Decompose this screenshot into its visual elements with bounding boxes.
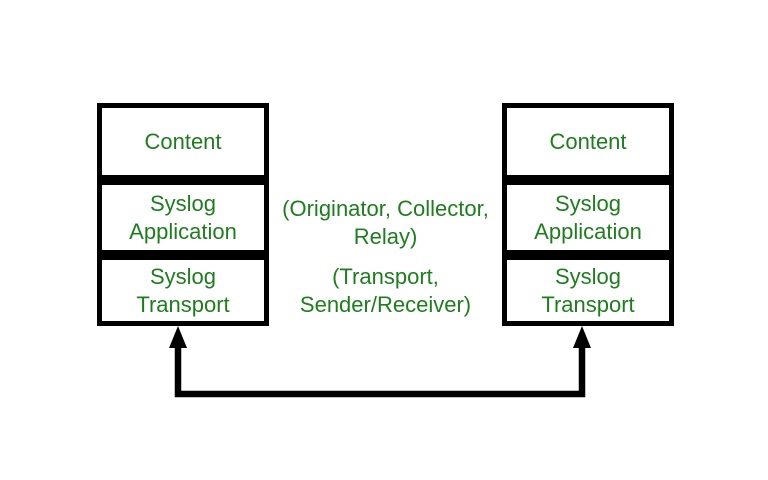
layer-label: Syslog Application [129,190,237,244]
layer-content-left: Content [97,103,269,180]
layer-label: Syslog Transport [136,263,230,317]
connector-line [174,344,586,398]
protocol-stack-left: Content Syslog Application Syslog Transp… [97,103,269,326]
layer-syslog-transport-left: Syslog Transport [97,255,269,326]
protocol-stack-right: Content Syslog Application Syslog Transp… [502,103,674,326]
right-arrowhead [573,326,591,348]
left-arrowhead [169,326,187,348]
layer-label: Syslog Application [534,190,642,244]
annotations-block: (Originator, Collector, Relay) (Transpor… [269,195,502,319]
layer-syslog-application-left: Syslog Application [97,180,269,255]
transport-annotation: (Transport, Sender/Receiver) [299,264,472,317]
layer-syslog-application-right: Syslog Application [502,180,674,255]
layer-label: Content [144,128,222,154]
layer-content-right: Content [502,103,674,180]
layer-label: Content [549,128,627,154]
layer-label: Syslog Transport [541,263,635,317]
layer-syslog-transport-right: Syslog Transport [502,255,674,326]
roles-annotation: (Originator, Collector, Relay) [282,196,489,249]
